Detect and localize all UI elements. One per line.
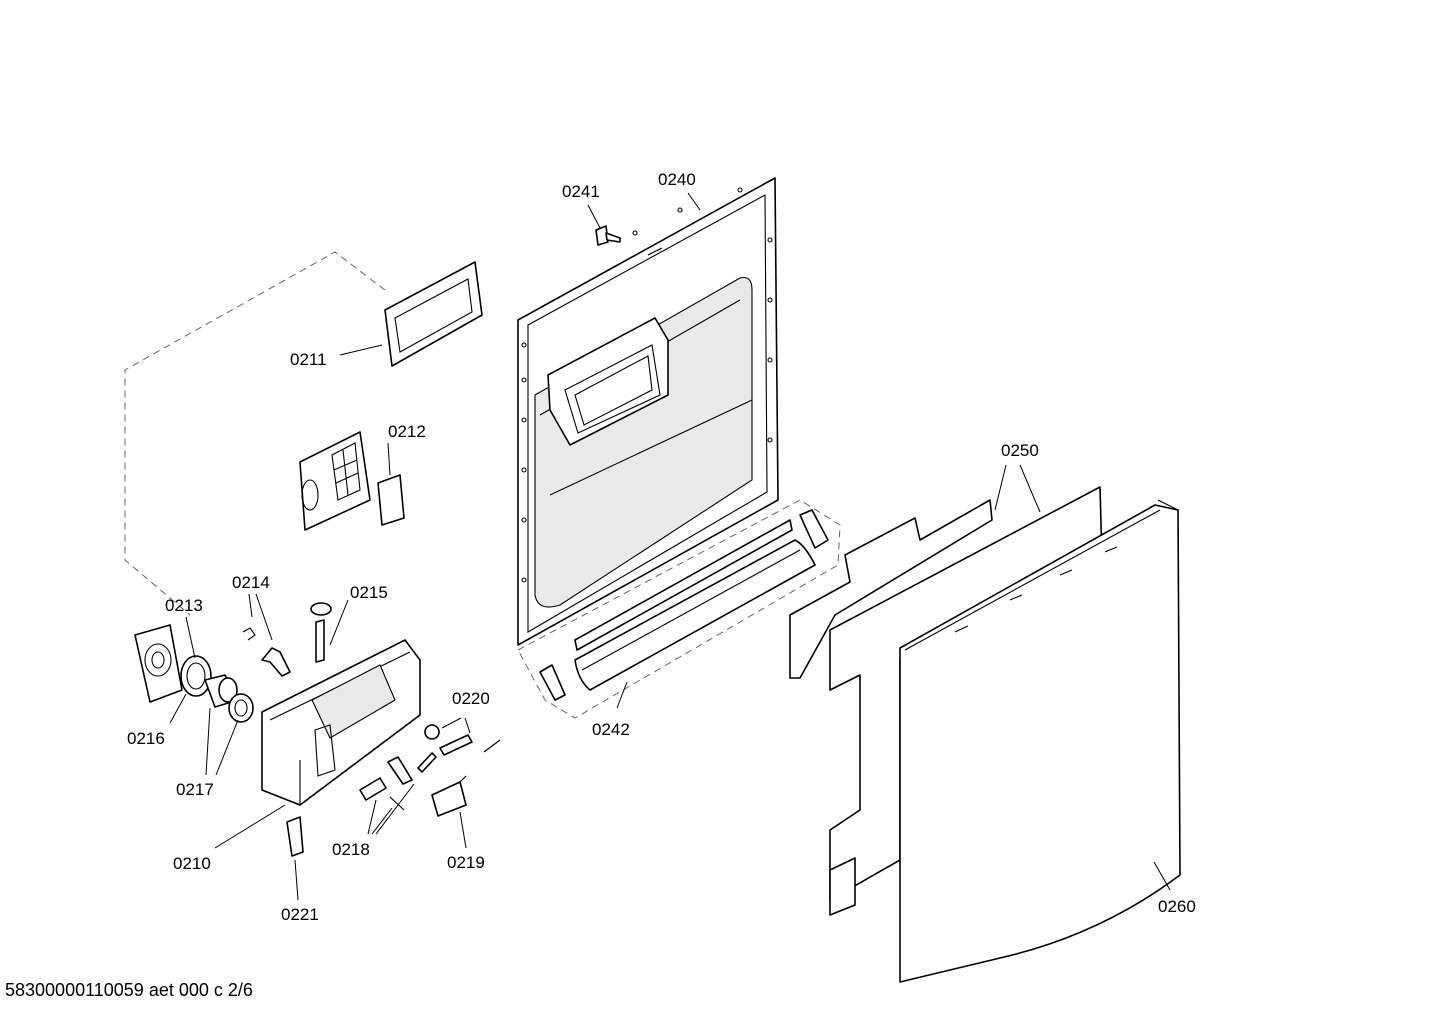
callout-0219: 0219 [447,853,485,872]
callout-labels: 0211 0212 0241 0240 0250 0260 0242 0213 … [127,170,1196,924]
callout-0211: 0211 [290,350,327,369]
seal [377,474,405,526]
dispenser-cap [134,624,183,703]
latch-pin [424,724,501,756]
screw [595,225,621,246]
hinge-strips [539,509,829,701]
callout-0240: 0240 [658,170,696,189]
callout-0212: 0212 [388,422,426,441]
dispenser-housing [261,639,421,806]
sealing-ring [180,655,212,697]
rinse-grille [299,431,371,531]
callout-0242: 0242 [592,720,630,739]
callout-0216: 0216 [127,729,165,748]
callout-0215: 0215 [350,583,388,602]
callout-0213: 0213 [165,596,203,615]
leader-lines [169,192,1171,901]
float-valve [310,602,332,663]
lever [261,647,291,677]
callout-0250: 0250 [1001,441,1039,460]
latch-parts [359,752,437,811]
door-switch [431,775,467,817]
drawing-number: 58300000110059 aet 000 c 2/6 [5,980,253,1000]
spring-cylinder [204,674,239,708]
callout-0210: 0210 [173,854,211,873]
inner-door-panel [517,177,779,646]
assembly-outline [124,251,386,616]
outer-door-panel [899,499,1181,983]
hinge-group-outline [517,499,841,719]
dispenser-frame [384,261,483,367]
callout-0221: 0221 [281,905,319,924]
callout-0214: 0214 [232,573,270,592]
callout-0218: 0218 [332,840,370,859]
small-spring [242,627,256,641]
clip [286,816,304,857]
callout-0260: 0260 [1158,897,1196,916]
callout-0241: 0241 [562,182,600,201]
gasket [228,693,254,723]
callout-0217: 0217 [176,780,214,799]
callout-0220: 0220 [452,689,490,708]
